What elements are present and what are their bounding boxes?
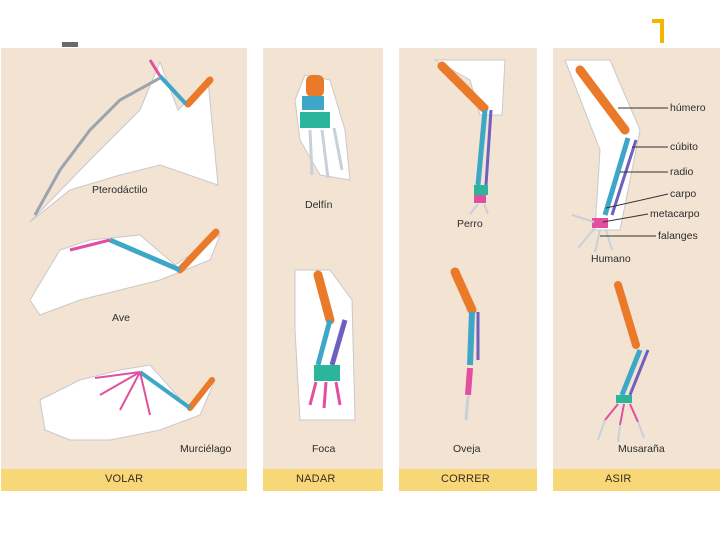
animal-label-sheep: Oveja <box>453 443 480 455</box>
bat-wing <box>40 365 215 440</box>
animal-label-shrew: Musaraña <box>618 443 665 455</box>
bone-label-humero: húmero <box>670 102 706 114</box>
bird-wing <box>30 232 220 315</box>
animal-label-bird: Ave <box>112 312 130 324</box>
animal-label-bat: Murciélago <box>180 443 231 455</box>
animal-label-dolphin: Delfín <box>305 199 332 211</box>
animal-label-pterodactyl: Pterodáctilo <box>92 184 147 196</box>
animal-label-human: Humano <box>591 253 631 265</box>
bone-label-radio: radio <box>670 166 693 178</box>
seal-flipper <box>295 270 355 420</box>
bone-label-metacarpo: metacarpo <box>650 208 700 220</box>
animal-label-seal: Foca <box>312 443 335 455</box>
dolphin-flipper <box>295 75 350 180</box>
human-arm <box>565 60 668 252</box>
bone-label-cubito: cúbito <box>670 141 698 153</box>
dog-leg <box>435 60 505 214</box>
animal-label-dog: Perro <box>457 218 483 230</box>
bone-label-carpo: carpo <box>670 188 696 200</box>
bone-label-falanges: falanges <box>658 230 698 242</box>
sheep-leg <box>455 272 478 420</box>
shrew-arm <box>598 285 648 442</box>
pterodactyl-wing <box>30 60 218 222</box>
